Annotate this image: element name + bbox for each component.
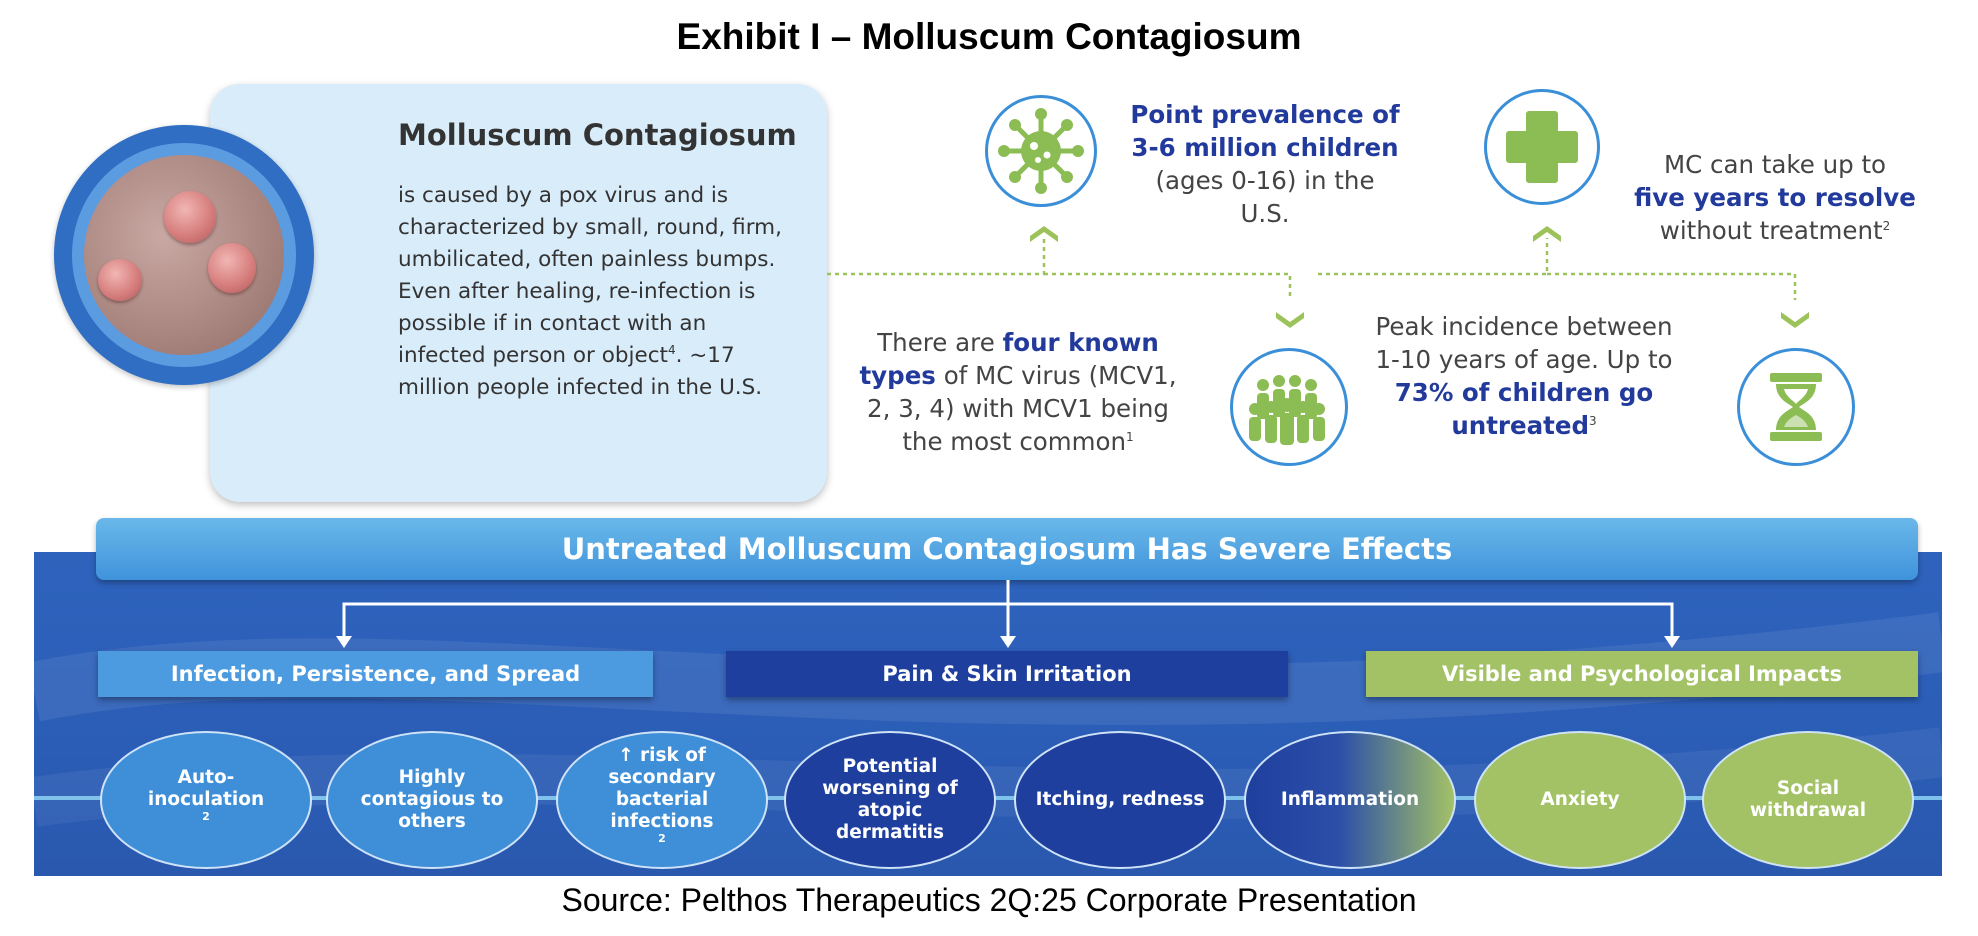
info-card <box>210 84 827 502</box>
card-heading: Molluscum Contagiosum <box>398 118 797 152</box>
skin-lesion-photo <box>84 155 284 355</box>
category-pain-irritation: Pain & Skin Irritation <box>726 651 1288 697</box>
medical-cross-icon-circle <box>1484 89 1600 205</box>
crowd-icon <box>1249 375 1325 445</box>
virus-icon <box>998 108 1084 194</box>
effect-secondary-infections: ↑ risk of secondary bacterial infections… <box>556 731 768 869</box>
card-body: is caused by a pox virus and is characte… <box>398 183 782 400</box>
connector-lines <box>827 226 1809 328</box>
effect-social-withdrawal: Social withdrawal <box>1702 731 1914 869</box>
effect-itching-redness: Itching, redness <box>1014 731 1226 869</box>
hourglass-icon-circle <box>1737 348 1855 466</box>
virus-icon-circle <box>985 95 1097 207</box>
category-infection-spread: Infection, Persistence, and Spread <box>98 651 653 697</box>
effect-anxiety: Anxiety <box>1474 731 1686 869</box>
incidence-stat: Peak incidence between 1-10 years of age… <box>1375 312 1673 440</box>
hourglass-icon <box>1770 373 1822 441</box>
exhibit-title: Exhibit I – Molluscum Contagiosum <box>676 16 1302 57</box>
branch-arrows <box>0 0 1978 660</box>
crowd-icon-circle <box>1230 348 1348 466</box>
medical-cross-icon <box>1506 111 1578 183</box>
types-stat: There are four known types of MC virus (… <box>859 328 1177 456</box>
source-caption: Source: Pelthos Therapeutics 2Q:25 Corpo… <box>561 882 1417 918</box>
effect-atopic-dermatitis: Potential worsening of atopic dermatitis <box>784 731 996 869</box>
effects-banner: Untreated Molluscum Contagiosum Has Seve… <box>96 518 1918 580</box>
prevalence-stat: Point prevalence of 3-6 million children… <box>1130 100 1400 228</box>
effect-highly-contagious: Highly contagious to others <box>326 731 538 869</box>
effect-inflammation: Inflammation <box>1244 731 1456 869</box>
category-visible-psychological: Visible and Psychological Impacts <box>1366 651 1918 697</box>
